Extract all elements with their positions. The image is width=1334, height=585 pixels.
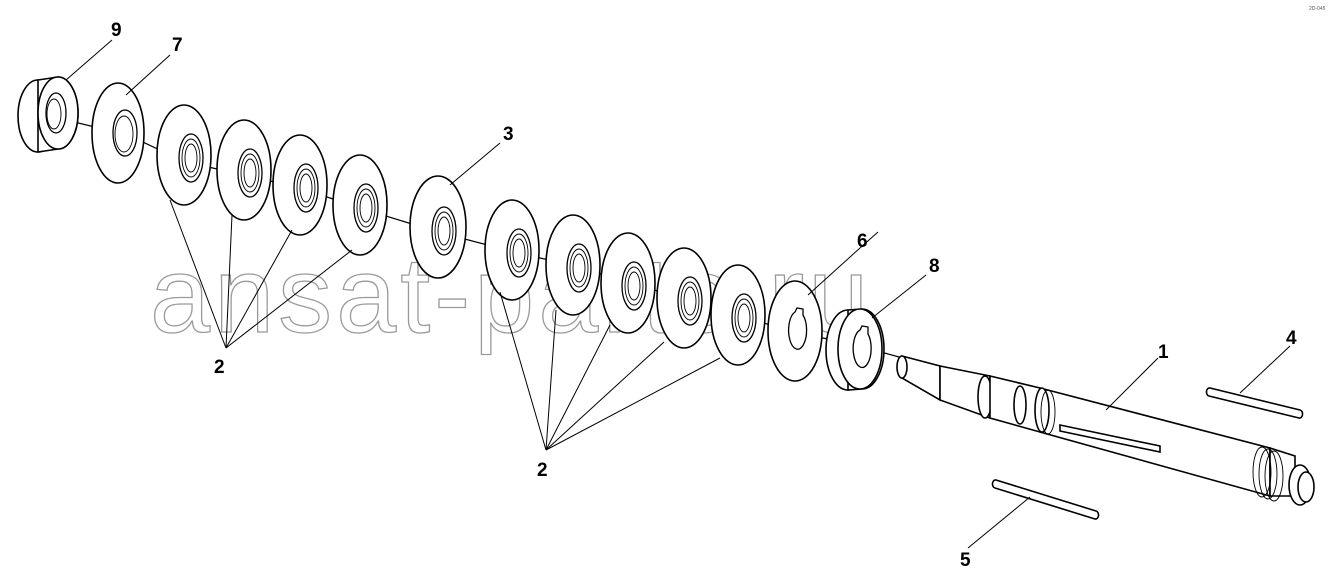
gear-part-2-a — [156, 104, 212, 206]
callout-4: 4 — [1286, 328, 1297, 349]
key-part-4 — [1205, 387, 1304, 419]
callout-2-left: 2 — [214, 357, 225, 378]
collar-part-8 — [825, 308, 885, 391]
gear-part-2-b — [216, 119, 272, 221]
gear-part-2-g — [600, 232, 656, 334]
gear-part-3 — [409, 175, 467, 279]
callout-5: 5 — [960, 550, 971, 571]
gear-part-2-c — [272, 134, 328, 236]
callout-8: 8 — [929, 256, 940, 277]
callout-3: 3 — [503, 124, 514, 145]
gear-part-2-h — [656, 247, 712, 349]
gear-part-2-f — [545, 214, 601, 316]
washer-part-7 — [91, 82, 145, 184]
gear-part-2-d — [332, 154, 388, 256]
leader-lines — [65, 39, 1291, 549]
callout-1: 1 — [1158, 342, 1169, 363]
callout-7: 7 — [172, 35, 183, 56]
bearing-part-9 — [17, 76, 79, 153]
gear-part-2-i — [710, 264, 766, 366]
callout-9: 9 — [111, 20, 122, 41]
gear-part-2-e — [484, 199, 540, 301]
callout-2-right: 2 — [537, 460, 548, 481]
shaft-part-1 — [896, 354, 1315, 506]
keyed-washer-part-6 — [767, 280, 823, 382]
key-part-5 — [991, 479, 1100, 520]
corner-code: 2D-045 — [1309, 6, 1326, 12]
callout-6: 6 — [857, 231, 868, 252]
